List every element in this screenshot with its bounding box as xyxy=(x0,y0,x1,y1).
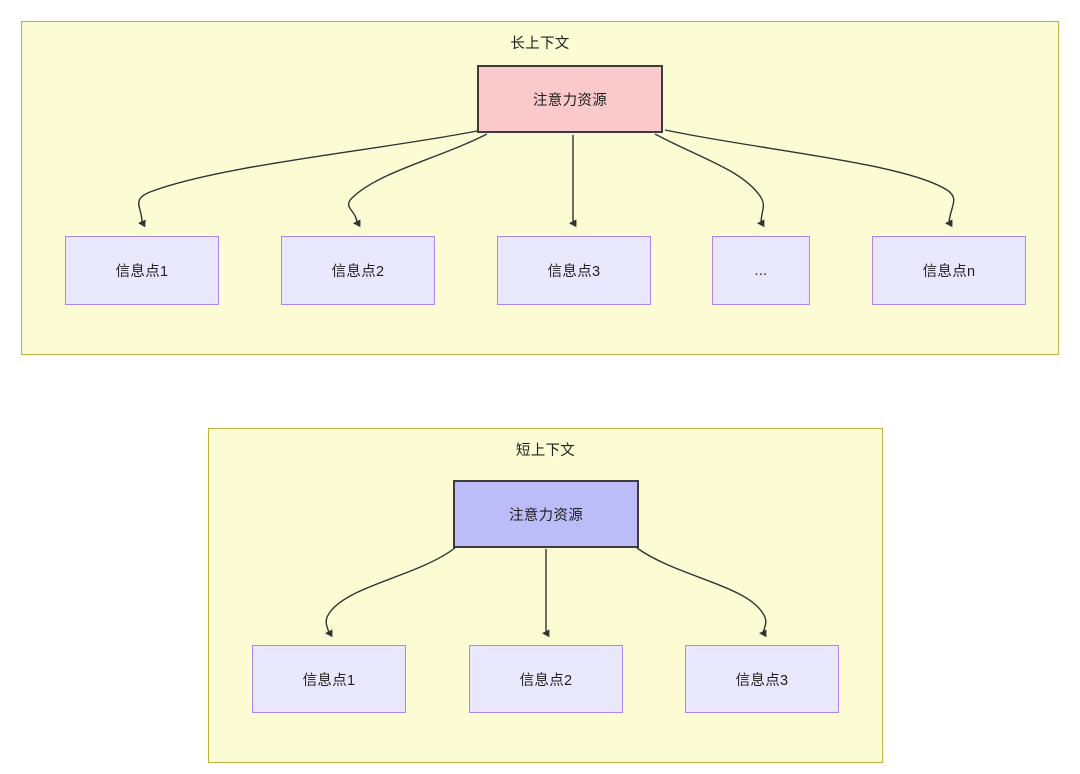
node-short-info-1[interactable]: 信息点1 xyxy=(252,645,406,713)
node-short-info-2[interactable]: 信息点2 xyxy=(469,645,623,713)
node-attention-resource-long-label: 注意力资源 xyxy=(533,92,607,109)
node-long-info-ellipsis-label: ... xyxy=(754,262,768,279)
node-long-info-1[interactable]: 信息点1 xyxy=(65,236,219,305)
node-short-info-3-label: 信息点3 xyxy=(735,672,789,689)
node-attention-resource-short-label: 注意力资源 xyxy=(509,507,583,524)
node-long-info-n-label: 信息点n xyxy=(922,264,976,280)
node-long-info-3[interactable]: 信息点3 xyxy=(497,236,651,305)
node-attention-resource-long[interactable]: 注意力资源 xyxy=(477,65,663,133)
node-long-info-2[interactable]: 信息点2 xyxy=(281,236,435,305)
node-long-info-ellipsis[interactable]: ... xyxy=(712,236,810,305)
node-short-info-3[interactable]: 信息点3 xyxy=(685,645,839,713)
node-long-info-2-label: 信息点2 xyxy=(331,264,385,280)
group-short-context-title: 短上下文 xyxy=(515,443,576,459)
node-short-info-2-label: 信息点2 xyxy=(519,672,573,689)
node-long-info-3-label: 信息点3 xyxy=(547,264,601,280)
node-long-info-n[interactable]: 信息点n xyxy=(872,236,1026,305)
group-long-context-title: 长上下文 xyxy=(510,36,570,52)
node-long-info-1-label: 信息点1 xyxy=(115,264,169,280)
node-short-info-1-label: 信息点1 xyxy=(302,672,356,689)
node-attention-resource-short[interactable]: 注意力资源 xyxy=(453,480,639,548)
